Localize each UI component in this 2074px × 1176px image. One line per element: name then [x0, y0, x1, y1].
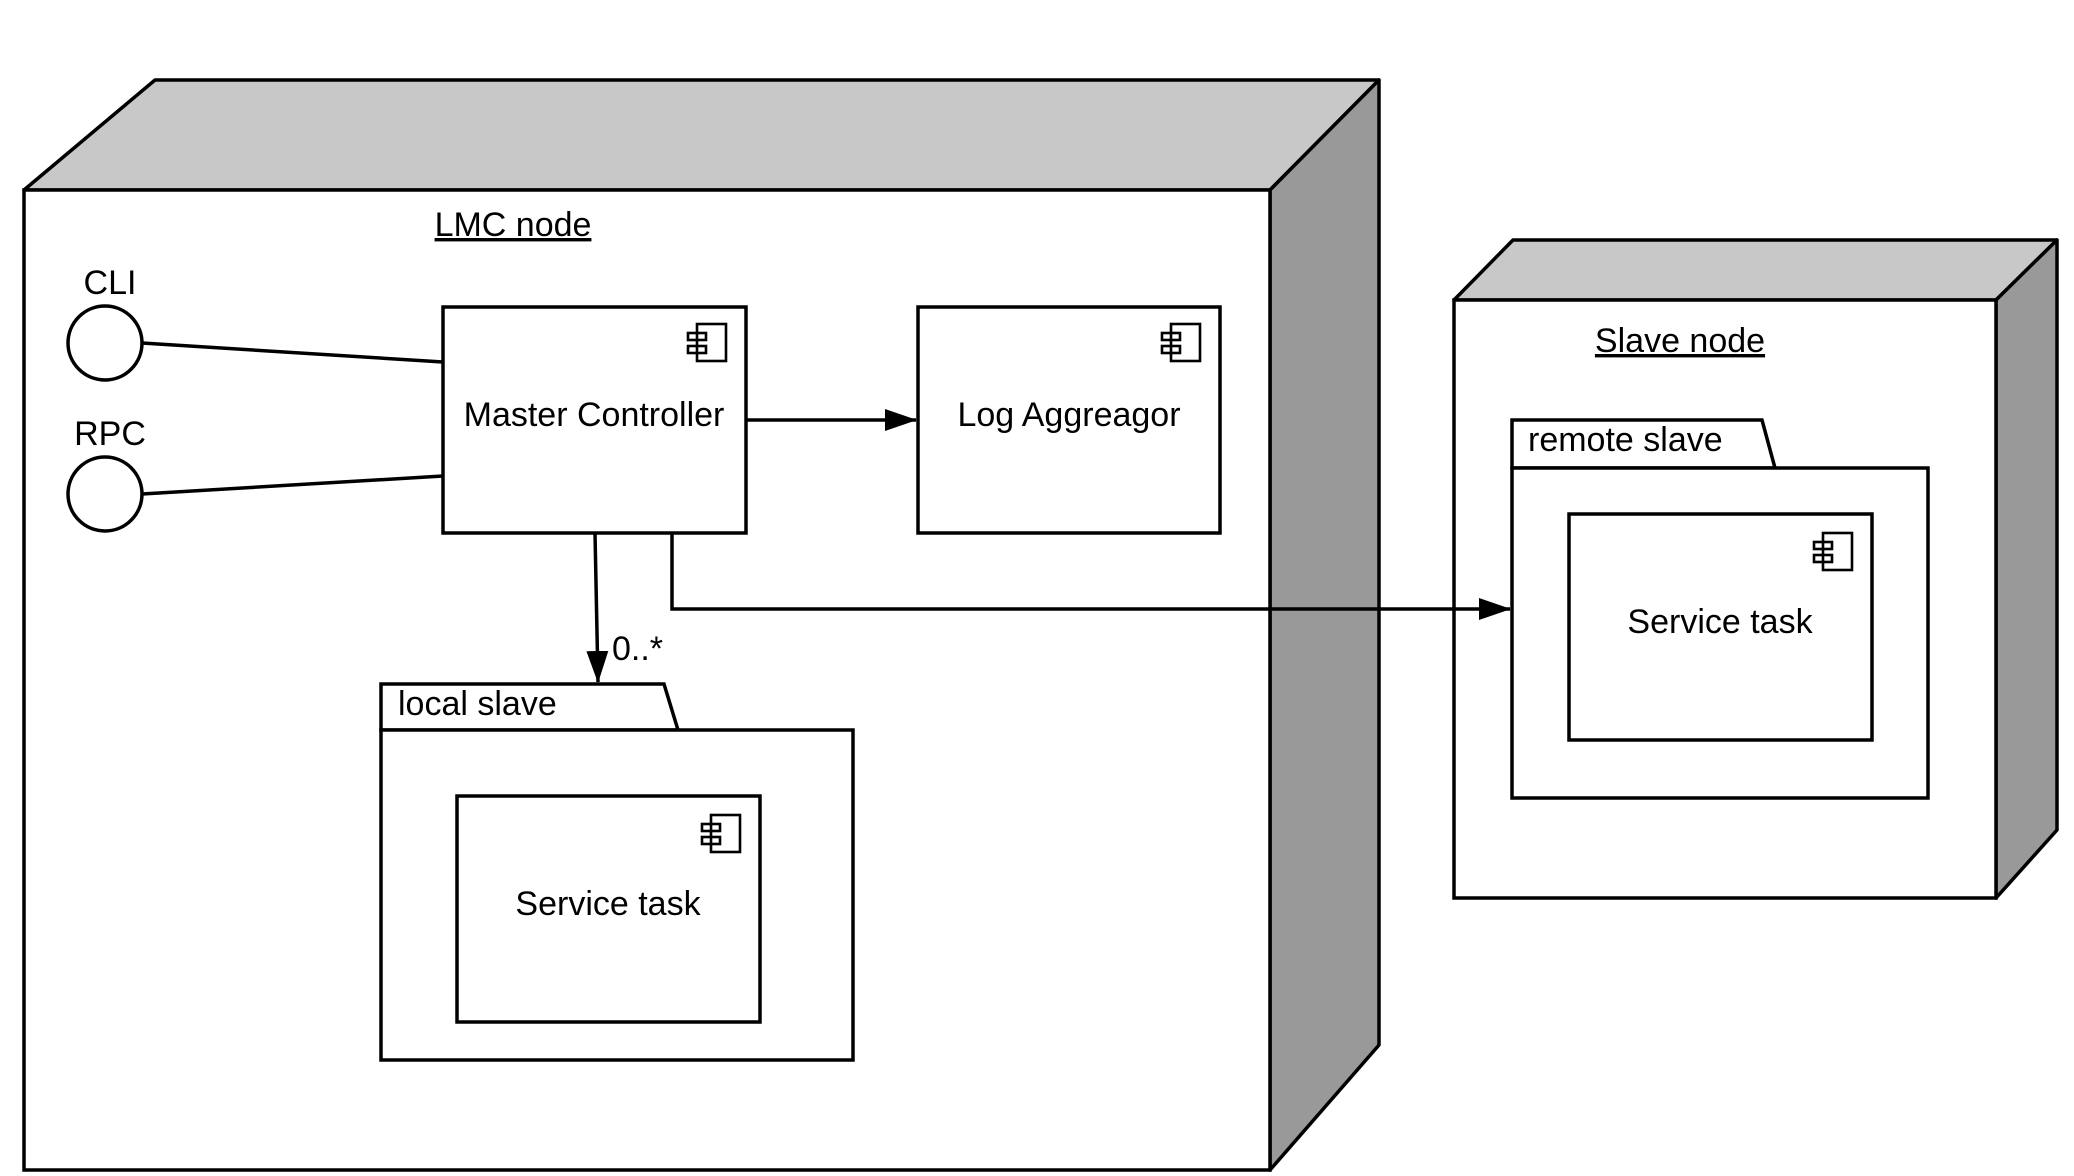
rpc-label: RPC — [74, 415, 146, 453]
master-controller-label: Master Controller — [464, 396, 725, 434]
log-aggregator-component: Log Aggreagor — [916, 305, 1222, 535]
cli-interface: CLI — [66, 264, 444, 382]
component-icon — [1160, 322, 1202, 363]
cli-label: CLI — [84, 264, 137, 302]
cli-connector — [141, 341, 444, 364]
lmc-node-top-face — [22, 78, 1381, 192]
log-aggregator-label: Log Aggreagor — [957, 396, 1180, 434]
local-service-task-component: Service task — [455, 794, 762, 1024]
remote-slave-label: remote slave — [1528, 421, 1723, 459]
master-to-remote-slave-arrow — [670, 533, 1511, 620]
cli-lollipop — [66, 304, 144, 382]
lmc-node-title: LMC node — [435, 206, 592, 244]
slave-node-top-face — [1452, 238, 2059, 302]
master-to-local-slave-arrow — [586, 532, 609, 683]
slave-node-side-face — [1994, 238, 2059, 900]
component-icon — [1812, 531, 1854, 572]
local-slave-label: local slave — [398, 685, 557, 723]
component-icon — [686, 322, 728, 363]
master-controller-box — [441, 305, 748, 535]
remote-service-task-label: Service task — [1627, 603, 1813, 641]
rpc-lollipop — [66, 455, 144, 533]
rpc-interface: RPC — [66, 415, 444, 533]
component-icon — [700, 813, 742, 854]
master-controller-component: Master Controller — [441, 305, 748, 535]
remote-slave-package: remote slave Service task — [1510, 418, 1930, 800]
remote-service-task-box — [1567, 512, 1874, 742]
local-service-task-label: Service task — [515, 885, 701, 923]
log-aggregator-box — [916, 305, 1222, 535]
local-slave-package: local slave Service task — [379, 682, 855, 1062]
remote-service-task-component: Service task — [1567, 512, 1874, 742]
local-service-task-box — [455, 794, 762, 1024]
slave-node-title: Slave node — [1595, 322, 1765, 360]
lmc-node-side-face — [1268, 78, 1381, 1172]
multiplicity-label: 0..* — [612, 630, 663, 668]
rpc-connector — [141, 474, 444, 496]
